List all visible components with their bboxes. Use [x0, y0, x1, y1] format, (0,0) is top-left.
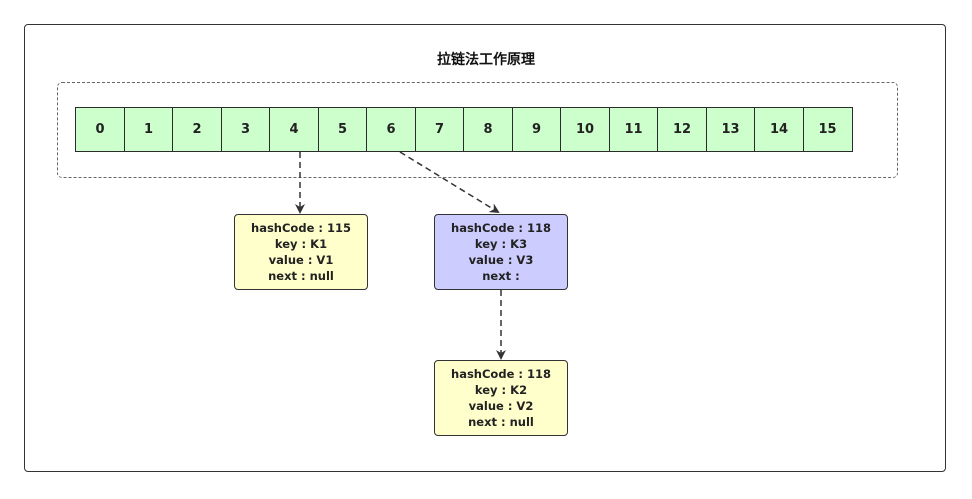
- node-key: key : K1: [274, 237, 328, 251]
- bucket-0: 0: [75, 107, 125, 152]
- entry-node-k3: hashCode : 118 key : K3 value : V3 next …: [434, 214, 568, 290]
- node-value: value : V3: [468, 253, 534, 267]
- bucket-9: 9: [511, 107, 562, 152]
- node-value: value : V2: [468, 399, 534, 413]
- bucket-11: 11: [608, 107, 659, 152]
- bucket-14: 14: [754, 107, 804, 152]
- bucket-6: 6: [366, 107, 416, 152]
- bucket-7: 7: [414, 107, 465, 152]
- bucket-5: 5: [317, 107, 368, 152]
- bucket-4: 4: [269, 107, 319, 152]
- node-key: key : K2: [474, 383, 528, 397]
- entry-node-k2: hashCode : 118 key : K2 value : V2 next …: [434, 360, 568, 436]
- node-key: key : K3: [474, 237, 528, 251]
- node-next: next : null: [468, 415, 534, 429]
- entry-node-k1: hashCode : 115 key : K1 value : V1 next …: [234, 214, 368, 290]
- bucket-13: 13: [705, 107, 756, 152]
- bucket-3: 3: [220, 107, 271, 152]
- diagram-frame: [24, 24, 946, 472]
- bucket-12: 12: [657, 107, 707, 152]
- node-next: next :: [482, 269, 520, 283]
- node-hashcode: hashCode : 115: [251, 221, 351, 235]
- node-hashcode: hashCode : 118: [451, 221, 551, 235]
- node-value: value : V1: [268, 253, 334, 267]
- bucket-1: 1: [123, 107, 174, 152]
- bucket-8: 8: [463, 107, 513, 152]
- bucket-2: 2: [172, 107, 222, 152]
- node-hashcode: hashCode : 118: [451, 367, 551, 381]
- diagram-title: 拉链法工作原理: [437, 52, 535, 68]
- bucket-15: 15: [802, 107, 853, 152]
- bucket-10: 10: [560, 107, 610, 152]
- node-next: next : null: [268, 269, 334, 283]
